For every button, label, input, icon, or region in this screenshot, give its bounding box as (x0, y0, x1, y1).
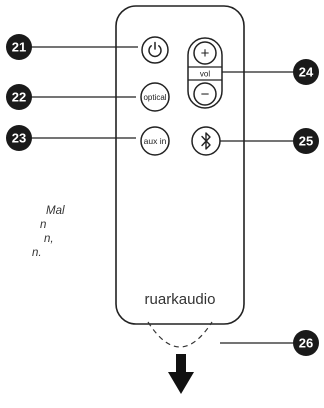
vol-label: vol (200, 70, 210, 79)
vol-plus-label: + (201, 45, 210, 62)
power-button[interactable] (141, 36, 169, 64)
ir-window-arc (147, 321, 213, 348)
side-text-line-4: n. (32, 247, 42, 259)
aux-in-button[interactable]: aux in (140, 126, 170, 156)
brand-logo: ruarkaudio (145, 291, 216, 308)
side-text-line-1: Mal (46, 205, 65, 217)
side-text-line-2: n (40, 219, 47, 231)
aux-in-label: aux in (144, 136, 167, 146)
bluetooth-icon (201, 132, 211, 150)
side-text-fragment: Mal n n, n. (0, 204, 65, 260)
callout-22-label: 22 (12, 90, 26, 105)
callout-24: 24 (293, 59, 319, 85)
callout-21: 21 (6, 34, 32, 60)
optical-button[interactable]: optical (140, 82, 170, 112)
volume-up-button[interactable]: + (193, 41, 217, 65)
side-text-line-3: n, (44, 233, 54, 245)
callout-26: 26 (293, 330, 319, 356)
callout-23: 23 (6, 125, 32, 151)
bluetooth-button[interactable] (191, 126, 221, 156)
power-icon (148, 41, 162, 58)
optical-label: optical (143, 93, 166, 102)
volume-down-button[interactable]: − (193, 82, 217, 106)
callout-21-label: 21 (12, 40, 26, 55)
callout-22: 22 (6, 84, 32, 110)
callout-23-label: 23 (12, 131, 26, 146)
down-arrow-icon (168, 354, 194, 394)
callout-26-label: 26 (299, 336, 313, 351)
callout-24-label: 24 (299, 65, 314, 80)
remote-body (115, 5, 245, 325)
vol-minus-label: − (201, 86, 210, 103)
callout-25: 25 (293, 128, 319, 154)
callout-25-label: 25 (299, 134, 313, 149)
